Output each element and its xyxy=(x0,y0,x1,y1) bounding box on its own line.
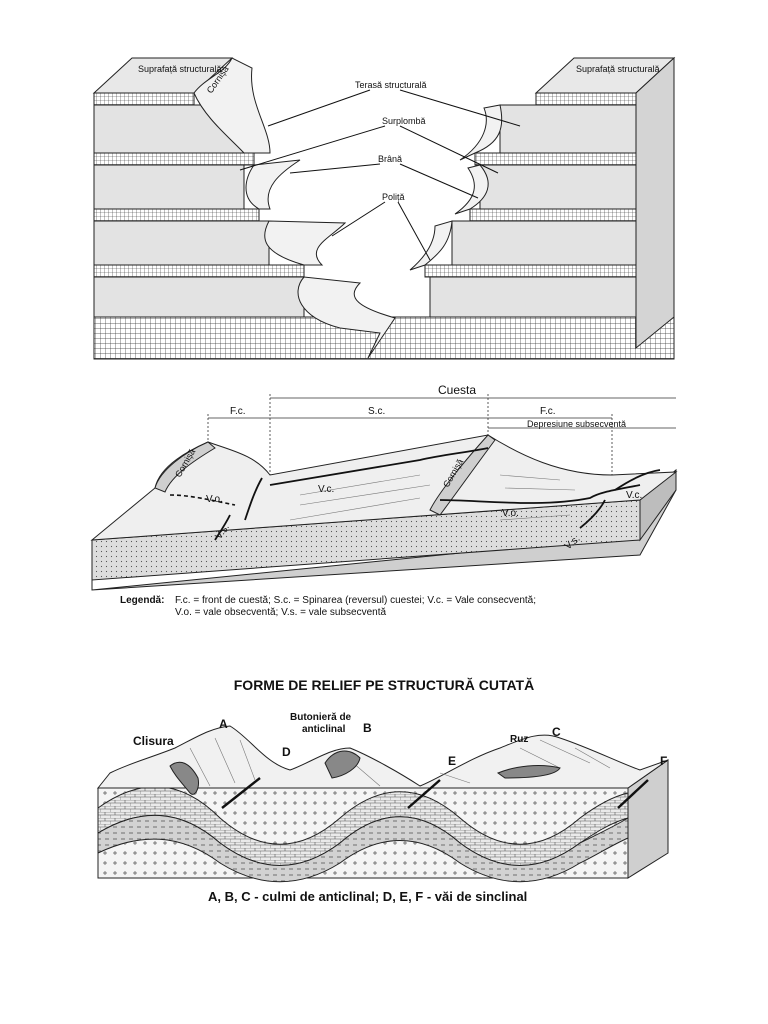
d-label: D xyxy=(282,745,291,759)
butoniera-shape xyxy=(324,750,361,779)
legend-line-1: F.c. = front de cuestă; S.c. = Spinarea … xyxy=(175,595,536,606)
butoniera-label: Butonieră de xyxy=(290,712,352,723)
ruz-shape xyxy=(496,765,561,779)
folded-structure-diagram: FORME DE RELIEF PE STRUCTURĂ CUTATĂ Clis… xyxy=(0,668,768,923)
horizontal-structure-diagram: Suprafață structurală Suprafață structur… xyxy=(0,48,768,368)
c-label: C xyxy=(552,725,561,739)
vc-right-label: V.c. xyxy=(626,490,642,501)
right-block xyxy=(424,56,675,350)
folded-caption: A, B, C - culmi de anticlinal; D, E, F -… xyxy=(208,889,527,904)
cuesta-label: Cuesta xyxy=(438,383,476,397)
folded-title: FORME DE RELIEF PE STRUCTURĂ CUTATĂ xyxy=(234,677,534,693)
b-label: B xyxy=(363,721,372,735)
cuesta-diagram: Cuesta F.c. S.c. F.c. Depresiune subsecv… xyxy=(0,380,768,625)
legend-heading: Legendă: xyxy=(120,595,164,606)
fc-right-label: F.c. xyxy=(540,406,556,417)
valley-walls xyxy=(193,57,503,359)
legend-line-2: V.o. = vale obsecventă; V.s. = vale subs… xyxy=(175,607,387,618)
surplomba-label: Surplombă xyxy=(382,116,426,126)
butoniera-label-2: anticlinal xyxy=(302,724,346,735)
horizontal-structure-svg: Suprafață structurală Suprafață structur… xyxy=(92,56,676,360)
clisura-shape xyxy=(169,761,199,795)
clisura-label: Clisura xyxy=(133,734,174,748)
folded-structure-svg: FORME DE RELIEF PE STRUCTURĂ CUTATĂ Clis… xyxy=(96,677,669,904)
fc-left-label: F.c. xyxy=(230,406,246,417)
polita-label: Poliță xyxy=(382,192,405,202)
brana-label: Brână xyxy=(378,154,402,164)
surface-left-label: Suprafață structurală xyxy=(138,64,222,74)
surface-right-label: Suprafață structurală xyxy=(576,64,660,74)
vo-right-label: V.o. xyxy=(502,508,519,519)
cuesta-block xyxy=(90,434,678,591)
sc-label: S.c. xyxy=(368,406,385,417)
a-label: A xyxy=(219,717,228,731)
vc-mid-label: V.c. xyxy=(318,484,334,495)
cuesta-svg: Cuesta F.c. S.c. F.c. Depresiune subsecv… xyxy=(90,383,678,618)
valley-rivers xyxy=(221,777,649,809)
pointer-arrows xyxy=(239,89,521,261)
terasa-label: Terasă structurală xyxy=(355,80,427,90)
vo-left-label: V.o. xyxy=(206,494,223,505)
e-label: E xyxy=(448,754,456,768)
f-label: F xyxy=(660,754,667,768)
dimension-lines xyxy=(207,394,676,475)
depresiune-label: Depresiune subsecventă xyxy=(527,419,626,429)
ruz-label: Ruz xyxy=(510,734,528,745)
